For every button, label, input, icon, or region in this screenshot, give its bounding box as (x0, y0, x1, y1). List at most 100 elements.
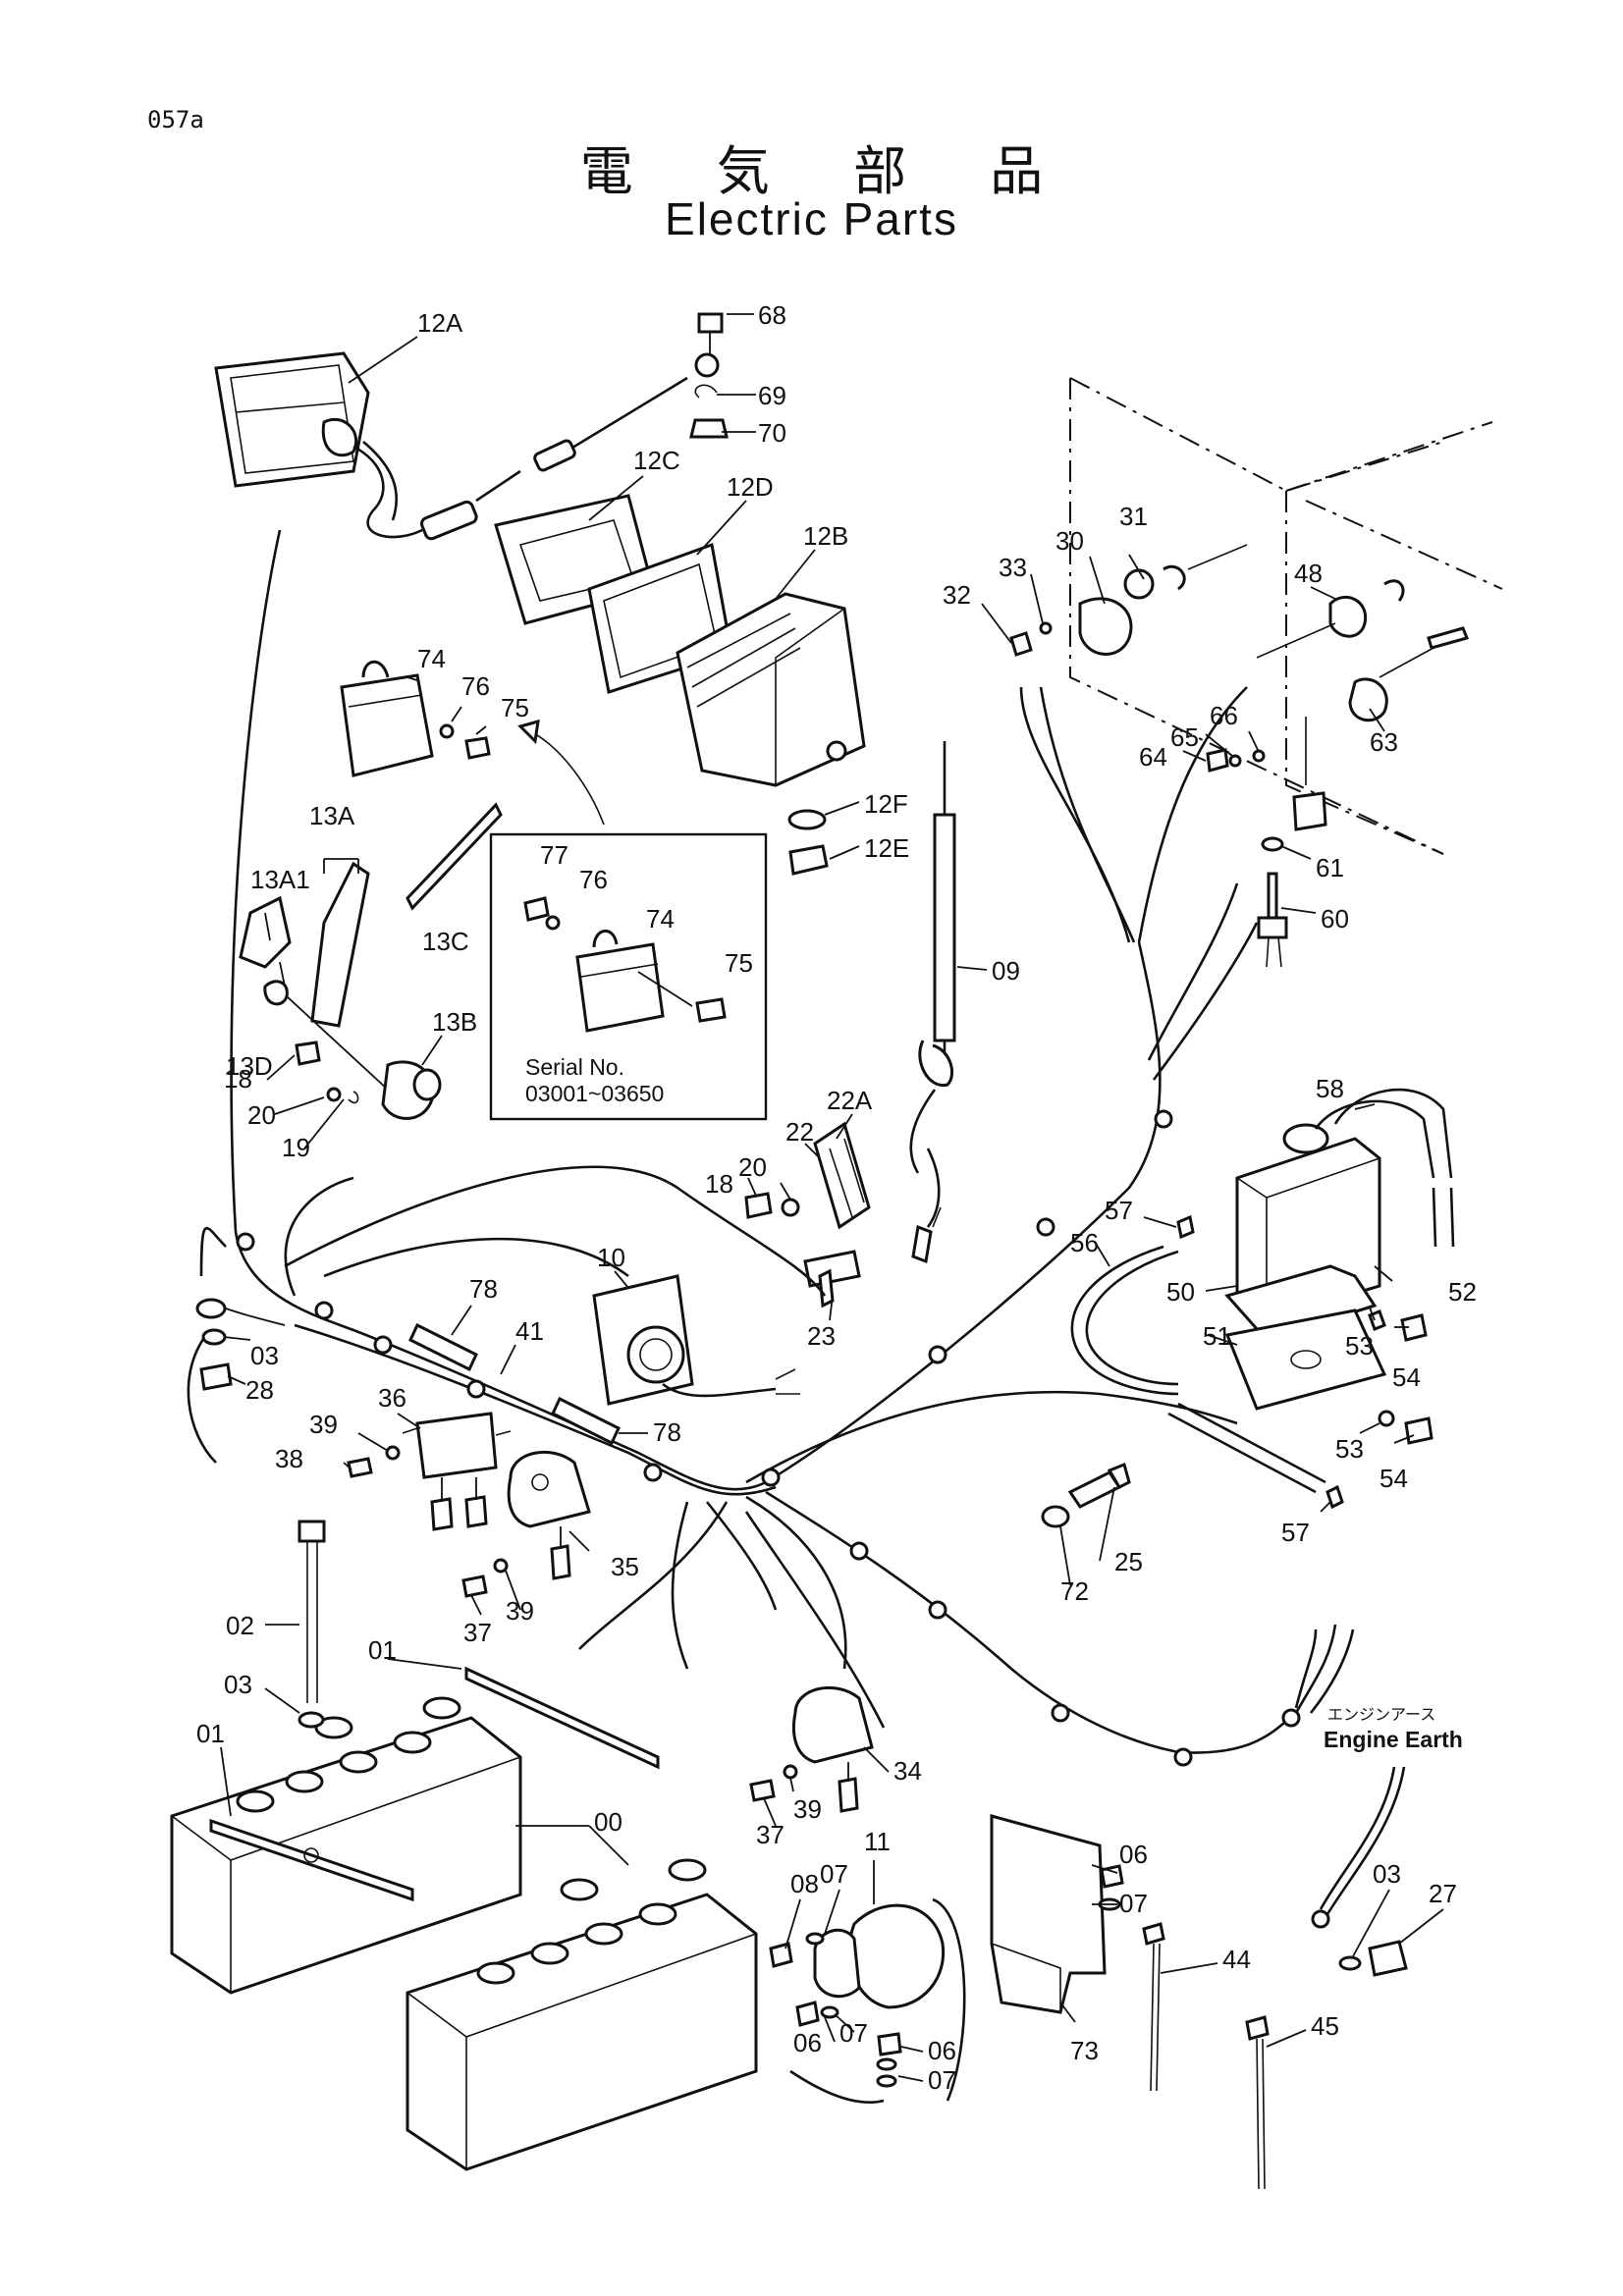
callout-30: 30 (1055, 526, 1084, 556)
callout-61: 61 (1316, 853, 1344, 882)
callout-72: 72 (1060, 1576, 1089, 1606)
callout-65: 65 (1170, 722, 1199, 752)
lamp-10 (592, 1274, 800, 1406)
callout-54b: 54 (1380, 1464, 1408, 1493)
callout-56: 56 (1070, 1228, 1099, 1257)
callout-12E: 12E (864, 833, 909, 863)
callout-12C: 12C (633, 446, 680, 475)
relay-35 (461, 1450, 591, 1598)
relay-34 (749, 1685, 874, 1813)
callout-20: 20 (247, 1100, 276, 1130)
callout-10: 10 (597, 1243, 625, 1272)
cable-ties (1142, 1922, 1270, 2190)
callout-12B: 12B (803, 521, 848, 551)
callout-22: 22 (785, 1117, 814, 1147)
inset-serial-range: 03001~03650 (525, 1081, 664, 1106)
callout-52: 52 (1448, 1277, 1477, 1307)
cab-lamp-22 (744, 1121, 871, 1308)
callout-74: 74 (417, 644, 446, 673)
callout-31: 31 (1119, 502, 1148, 531)
callout-02: 02 (226, 1611, 254, 1640)
gauge-assembly (1009, 544, 1470, 968)
callout-32: 32 (943, 580, 971, 610)
callout-03c: 03 (1373, 1859, 1401, 1889)
antenna-09 (909, 741, 956, 1264)
callout-41: 41 (515, 1316, 544, 1346)
callout-69: 69 (758, 381, 786, 410)
callout-60: 60 (1321, 904, 1349, 934)
cab-outline (1069, 377, 1503, 855)
callout-03: 03 (250, 1341, 279, 1370)
engine-earth-label-en: Engine Earth (1324, 1727, 1463, 1752)
callout-07: 07 (820, 1859, 848, 1889)
callout-23: 23 (807, 1321, 836, 1351)
callout-58: 58 (1316, 1074, 1344, 1103)
battery-switch-11 (769, 1814, 1124, 2104)
engine-earth-label-jp: エンジンアース (1327, 1705, 1435, 1724)
ground-terminal-28 (195, 1298, 286, 1391)
grommets-78 (408, 1322, 621, 1446)
reserve-tank (1070, 1088, 1455, 1510)
callout-27: 27 (1429, 1879, 1457, 1908)
inset-callout-76: 76 (579, 865, 608, 894)
callout-07d: 07 (928, 2065, 956, 2095)
engine-earth-strap (1311, 1766, 1408, 1977)
callout-01: 01 (368, 1635, 397, 1665)
callout-11: 11 (864, 1827, 891, 1856)
callout-50: 50 (1166, 1277, 1195, 1307)
callout-13B: 13B (432, 1007, 477, 1037)
callout-38: 38 (275, 1444, 303, 1473)
callout-39c: 39 (793, 1794, 822, 1824)
callout-09: 09 (992, 956, 1020, 986)
switch-13-assembly (239, 802, 503, 1120)
inset-callout-74: 74 (646, 904, 675, 934)
callout-35: 35 (611, 1552, 639, 1581)
callout-75: 75 (501, 693, 529, 722)
callout-70: 70 (758, 418, 786, 448)
callout-18: 18 (224, 1064, 252, 1094)
inset-callout-77: 77 (540, 840, 568, 870)
title-english: Electric Parts (665, 193, 958, 244)
sensor-25 (1041, 1462, 1131, 1528)
callout-57: 57 (1105, 1196, 1133, 1225)
callout-20b: 20 (738, 1152, 767, 1182)
callout-13A1: 13A1 (250, 865, 310, 894)
relay-74 (340, 660, 605, 826)
callout-64: 64 (1139, 742, 1167, 772)
callout-13C: 13C (422, 927, 469, 956)
callout-37: 37 (463, 1618, 492, 1647)
callout-12D: 12D (727, 472, 774, 502)
callout-22A: 22A (827, 1086, 873, 1115)
callout-78b: 78 (653, 1417, 681, 1447)
callout-03b: 03 (224, 1670, 252, 1699)
callout-37b: 37 (756, 1820, 784, 1849)
callout-73: 73 (1070, 2036, 1099, 2065)
callout-25: 25 (1114, 1547, 1143, 1576)
callout-68: 68 (758, 300, 786, 330)
callout-07b: 07 (1119, 1889, 1148, 1918)
callout-76: 76 (461, 671, 490, 701)
callout-28: 28 (245, 1375, 274, 1405)
page-code: 057a (147, 106, 204, 133)
callout-33: 33 (999, 553, 1027, 582)
callout-36: 36 (378, 1383, 406, 1413)
callout-57b: 57 (1281, 1518, 1310, 1547)
callout-06c: 06 (928, 2036, 956, 2065)
callout-53b: 53 (1335, 1434, 1364, 1464)
title-japanese: 電 気 部 品 (579, 140, 1077, 202)
callout-13D: 13D (226, 1051, 273, 1081)
callout-44: 44 (1222, 1945, 1251, 1974)
callout-19: 19 (282, 1133, 310, 1162)
callout-18b: 18 (705, 1169, 733, 1199)
serial-inset (489, 832, 768, 1121)
callout-01b: 01 (196, 1719, 225, 1748)
inset-serial-label: Serial No. (525, 1054, 624, 1080)
callout-34: 34 (893, 1756, 922, 1786)
callout-66: 66 (1210, 701, 1238, 730)
callout-39: 39 (309, 1410, 338, 1439)
callout-08: 08 (790, 1869, 819, 1898)
callout-12F: 12F (864, 789, 908, 819)
callout-06b: 06 (793, 2028, 822, 2057)
inset-callout-75: 75 (725, 948, 753, 978)
